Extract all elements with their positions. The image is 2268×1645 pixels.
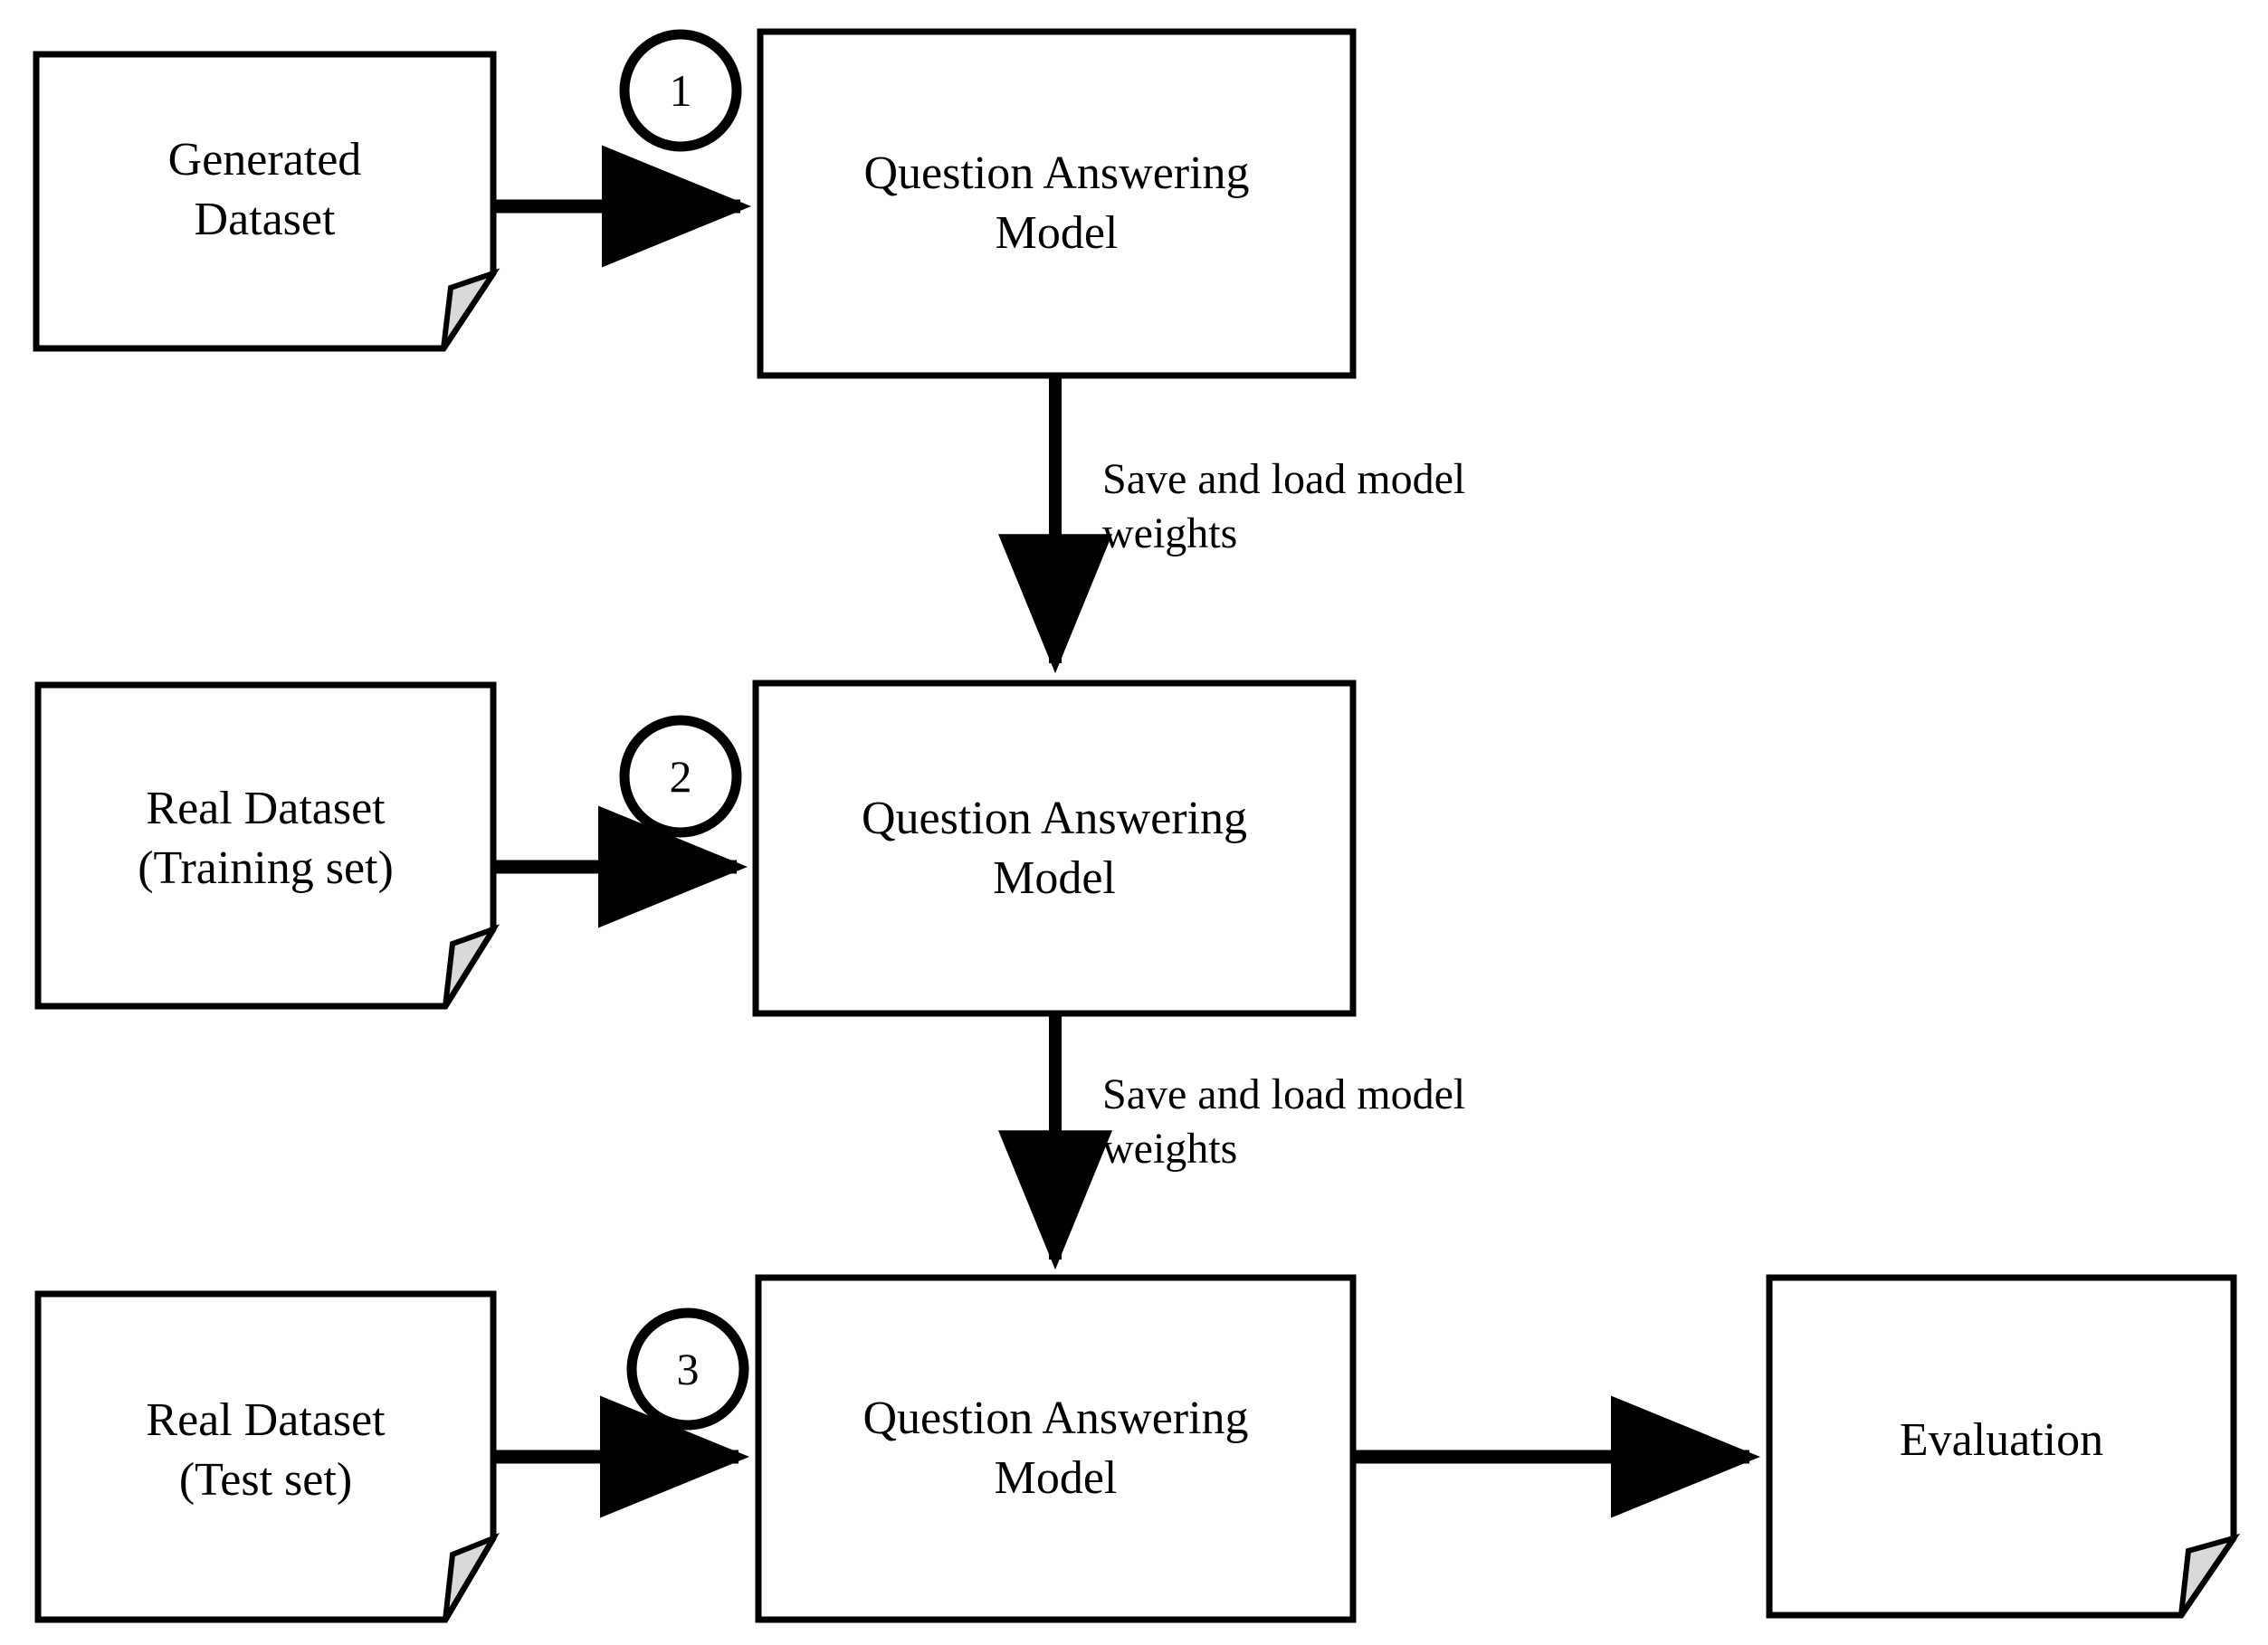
step-badge-1: 1 bbox=[669, 65, 692, 116]
node-generated-dataset-label: Generated Dataset bbox=[167, 134, 362, 245]
node-qa-model-2-label: Question Answering Model bbox=[861, 792, 1248, 904]
node-generated-dataset[interactable] bbox=[36, 54, 493, 348]
node-evaluation-label: Evaluation bbox=[1899, 1414, 2104, 1467]
edge-label-save-load-weights-1: Save and load model weights bbox=[1102, 455, 1466, 557]
step-badge-3: 3 bbox=[676, 1344, 700, 1394]
node-qa-model-3[interactable] bbox=[758, 1278, 1353, 1620]
node-real-dataset-test-label: Real Dataset (Test set) bbox=[146, 1393, 386, 1506]
node-real-dataset-test[interactable] bbox=[38, 1294, 493, 1620]
node-qa-model-3-label: Question Answering Model bbox=[862, 1393, 1249, 1504]
step-badge-2: 2 bbox=[669, 751, 692, 802]
node-qa-model-1[interactable] bbox=[760, 32, 1353, 376]
edge-label-save-load-weights-2: Save and load model weights bbox=[1102, 1070, 1466, 1173]
node-real-dataset-training[interactable] bbox=[38, 685, 493, 1006]
node-qa-model-2[interactable] bbox=[756, 683, 1353, 1013]
node-real-dataset-training-label: Real Dataset (Training set) bbox=[138, 783, 394, 894]
node-evaluation[interactable] bbox=[1769, 1278, 2234, 1615]
node-qa-model-1-label: Question Answering Model bbox=[863, 147, 1250, 259]
